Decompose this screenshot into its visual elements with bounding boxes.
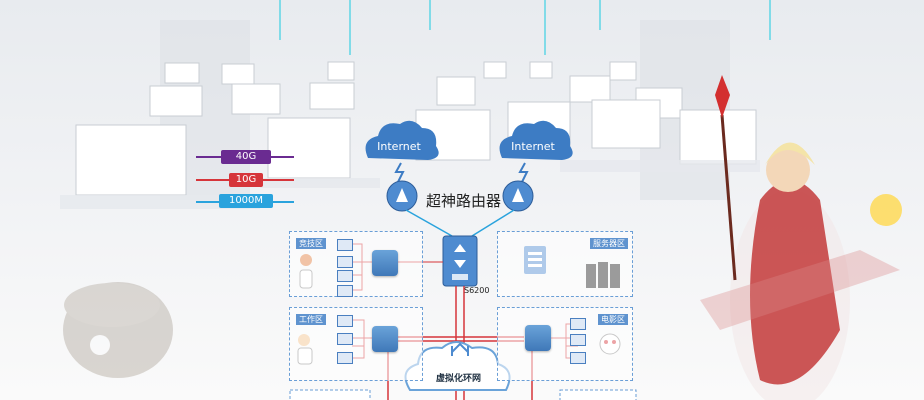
legend-label-10g: 10G — [229, 173, 263, 187]
router-right-icon — [502, 180, 534, 212]
legend-label-40g: 40G — [221, 150, 271, 164]
zone-esports: 竞技区 — [289, 231, 423, 297]
zone-server-label: 服务器区 — [590, 238, 628, 249]
switch-esports-icon — [372, 250, 398, 276]
internet-cloud-right — [499, 120, 573, 160]
core-switch-icon — [442, 235, 478, 287]
pc-icon — [570, 352, 586, 364]
router-label: 超神路由器 — [426, 192, 502, 210]
virtual-ring-label: 虚拟化环网 — [436, 374, 482, 384]
zone-work-label: 工作区 — [296, 314, 326, 325]
legend-label-1000m: 1000M — [219, 194, 273, 208]
pc-icon — [337, 256, 353, 268]
zone-server: 服务器区 — [497, 231, 633, 297]
pc-icon — [570, 334, 586, 346]
router-left-icon — [386, 180, 418, 212]
zone-movie: 电影区 — [497, 307, 633, 381]
pc-icon — [337, 315, 353, 327]
pc-icon — [337, 270, 353, 282]
zone-work: 工作区 — [289, 307, 423, 381]
internet-label-left: Internet — [377, 140, 421, 153]
internet-label-right: Internet — [511, 140, 555, 153]
pc-icon — [337, 333, 353, 345]
zone-movie-label: 电影区 — [598, 314, 628, 325]
pc-icon — [337, 352, 353, 364]
pc-icon — [337, 285, 353, 297]
switch-movie-icon — [525, 325, 551, 351]
switch-work-icon — [372, 326, 398, 352]
internet-cloud-left — [365, 120, 439, 160]
zone-esports-label: 竞技区 — [296, 238, 326, 249]
pc-icon — [570, 318, 586, 330]
pc-icon — [337, 239, 353, 251]
core-switch-label: S6200 — [464, 286, 490, 295]
